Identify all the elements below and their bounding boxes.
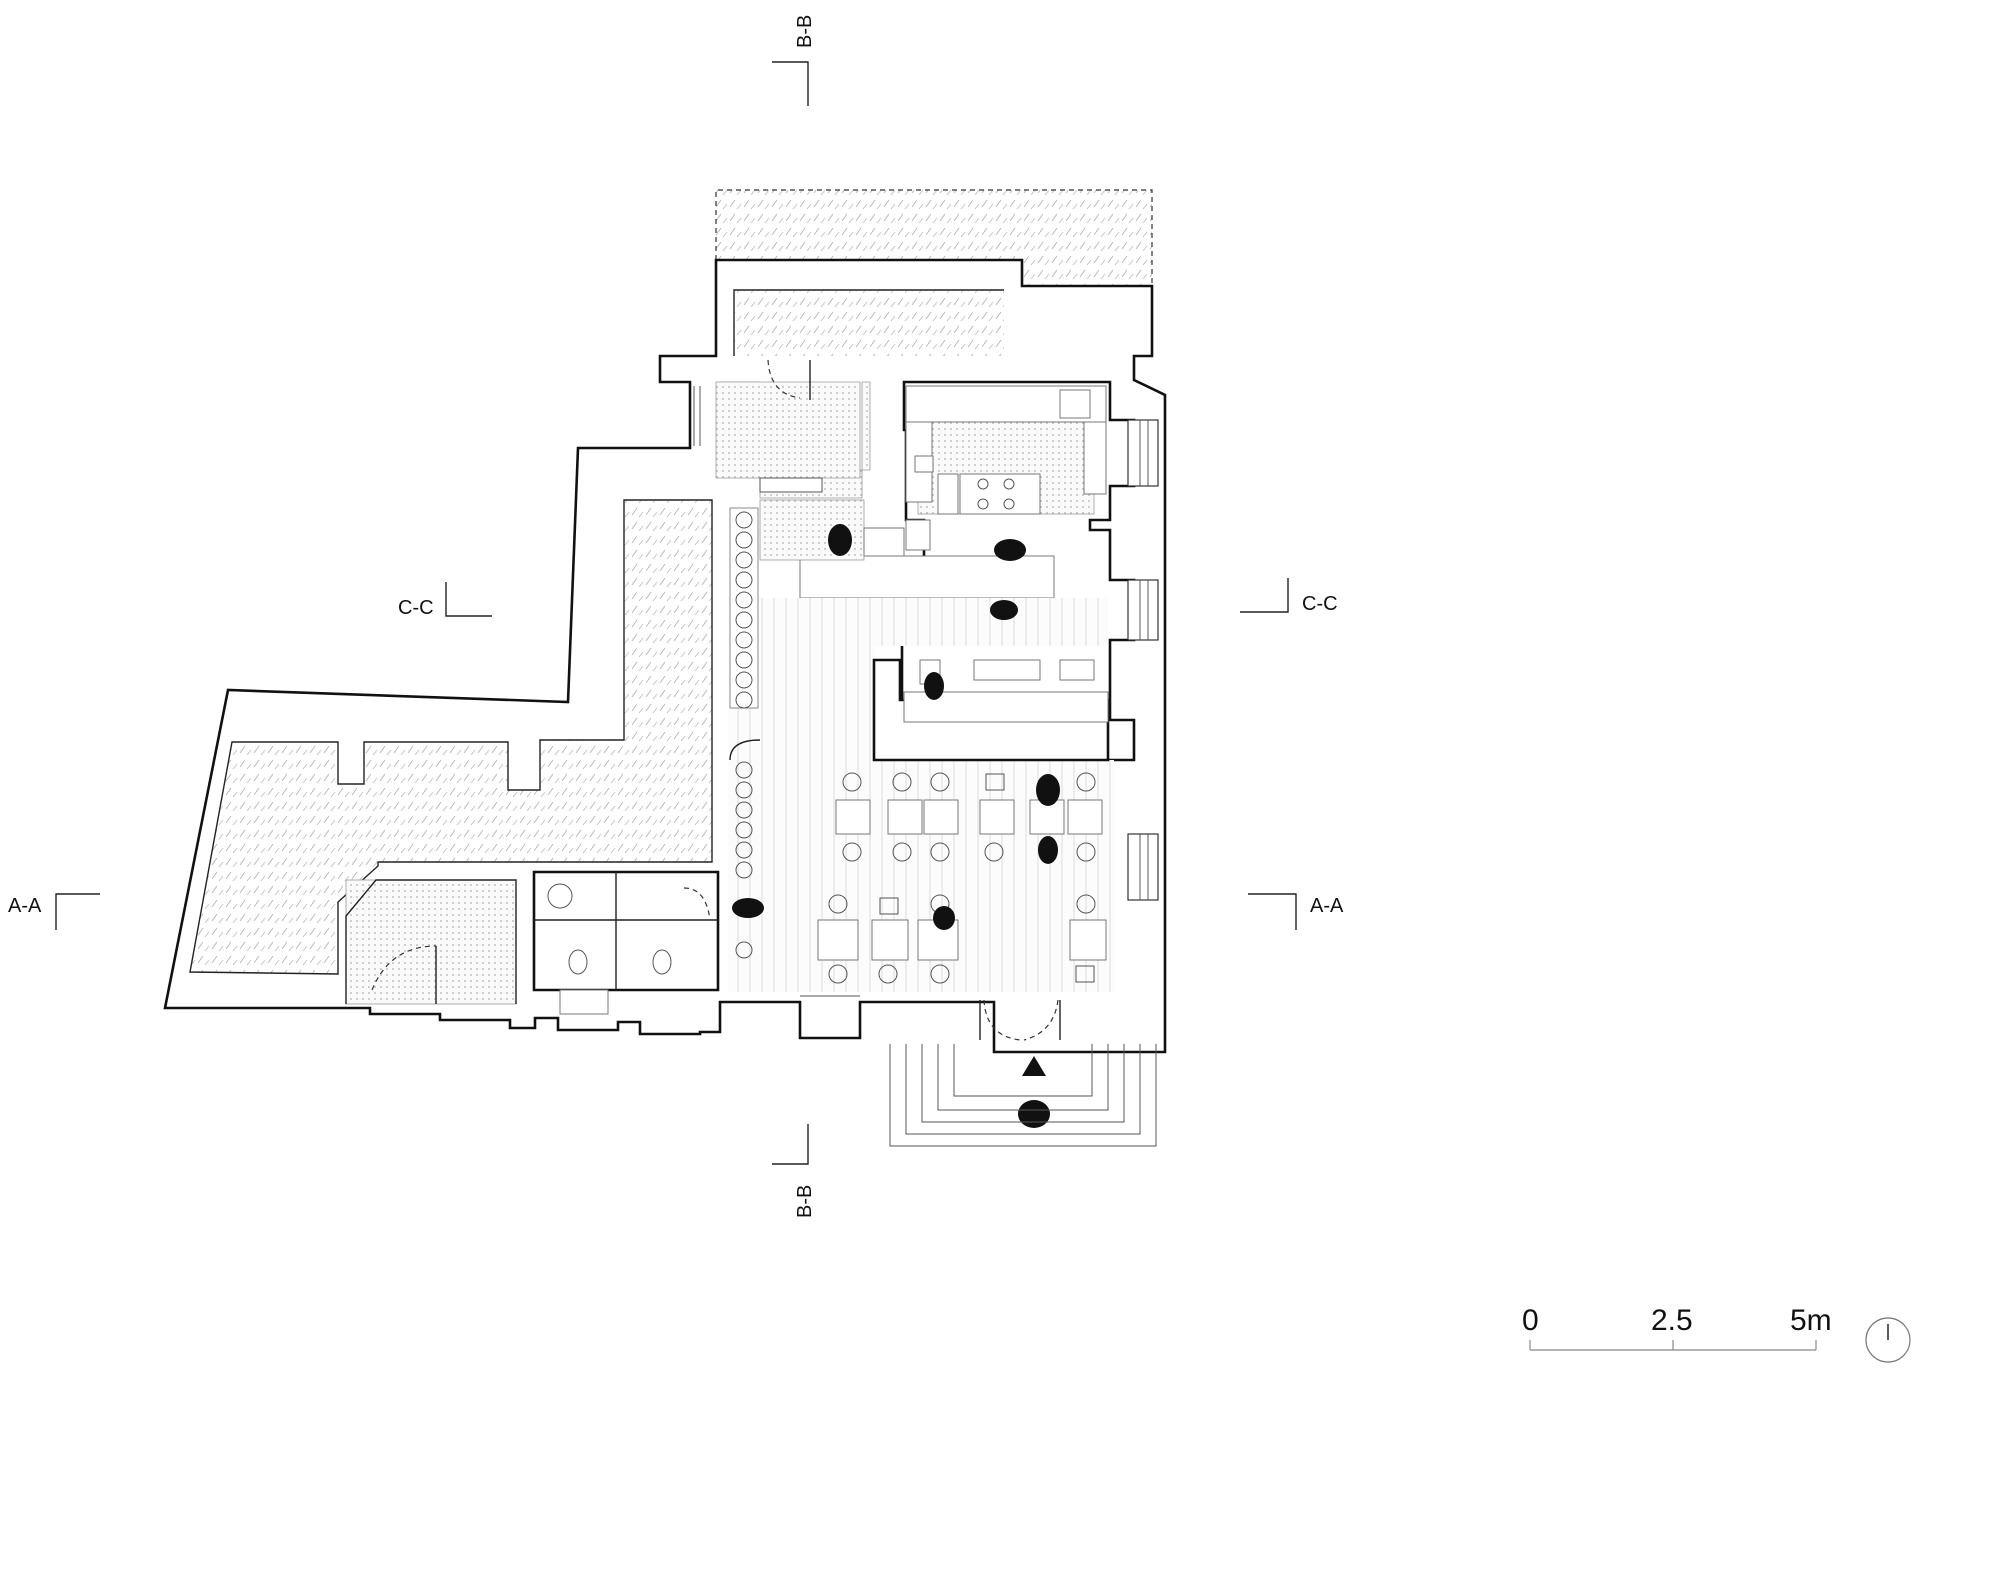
main-dining-hall [728,507,1159,1041]
section-marker-a-right: A-A [1248,893,1344,930]
section-label-b-bottom: B-B [794,1185,816,1218]
scale-label-2-5: 2.5 [1651,1304,1693,1337]
scale-label-5m: 5m [1790,1304,1832,1337]
section-label-b-top: B-B [794,15,816,48]
section-label-a-right: A-A [1310,895,1344,917]
section-marker-c-right: C-C [1240,578,1338,615]
north-arrow-icon [1865,1317,1911,1363]
dining-tables [817,772,1107,984]
entrance-hall [693,359,871,499]
entrance-arrow-icon [1022,1056,1046,1076]
scale-label-0: 0 [1522,1304,1539,1337]
section-marker-c-left: C-C [398,582,492,619]
section-marker-b-top: B-B [772,15,816,106]
section-label-a-left: A-A [8,895,42,917]
section-label-c-right: C-C [1302,593,1338,615]
human-figures [732,524,1060,1128]
entrance-steps [889,1044,1157,1147]
scale-bar: 0 2.5 5m [1522,1304,1832,1351]
section-marker-b-bottom: B-B [772,1124,816,1218]
section-marker-a-left: A-A [8,893,100,930]
bar-stools [735,511,753,959]
restrooms [345,870,720,1015]
section-label-c-left: C-C [398,597,434,619]
